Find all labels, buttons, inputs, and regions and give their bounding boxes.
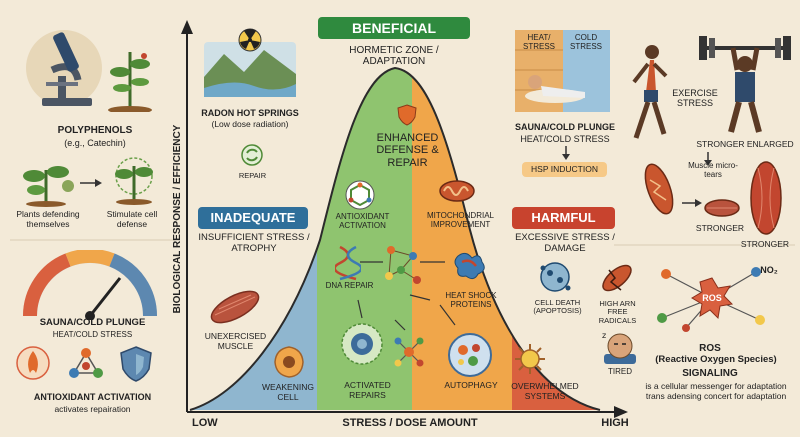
activated-repairs-label: ACTIVATED REPAIRS [344,380,391,400]
overwhelmed-virus-icon [513,342,547,376]
shield-icon [118,345,154,383]
x-axis-high-label: HIGH [601,417,629,429]
arrow-down-icon-2 [703,152,713,166]
radiation-icon [238,28,262,52]
sauna-left-title: SAUNA/COLD PLUNGE [39,317,146,328]
ros-title: ROS [699,343,721,354]
mitochondrial-label: MITOCHONDRIAL IMPROVEMENT [427,211,494,229]
activated-cell-icon [340,322,384,366]
tired-face-icon: z [600,328,640,366]
damaged-muscle-icon [597,258,637,298]
molecule-icon [66,345,106,383]
arrow-down-icon [561,146,571,160]
hot-springs-landscape [204,42,296,97]
y-axis-label: BIOLOGICAL RESPONSE / EFFICIENCY [172,124,183,314]
ros-bubble-label: ROS [702,293,722,303]
heat-stress-label: HEAT/ STRESS [522,33,555,51]
x-axis-low-label: LOW [192,417,218,429]
x-axis-label: STRESS / DOSE AMOUNT [342,417,478,429]
svg-text:z: z [602,331,606,340]
sauna-left-subtitle: HEAT/COLD STRESS [52,330,133,339]
antioxidant-activation-label: ANTIOXIDANT ACTIVATION [335,212,390,230]
antioxidant-left-title: ANTIOXIDANT ACTIVATION [33,392,152,402]
arrow-right-icon-2 [682,195,702,207]
cold-stress-label: COLD STRESS [569,33,602,51]
protein-network-icon [383,242,423,290]
stimulate-defense-label: Stimulate cell defense [106,209,158,229]
antioxidant-hex-icon [345,180,375,210]
runner-icon [628,42,670,147]
repair-molecule-icon [392,335,426,369]
beneficial-badge: BENEFICIAL [318,17,470,39]
cell-defense-plant-icon [104,152,164,207]
polyphenols-subtitle: (e.g., Catechin) [64,138,126,148]
beneficial-subtitle: HORMETIC ZONE / ADAPTATION [349,45,439,68]
y-axis-arrow [181,20,193,34]
plant-icon [100,32,160,114]
free-radicals-label: HIGH ARN FREE RADICALS [598,299,637,325]
micro-tears-label: Muscle micro-tears [688,161,738,179]
no2-label: NO₂ [760,265,778,275]
defending-plant-icon [18,152,78,207]
inadequate-badge: INADEQUATE [198,207,308,229]
cell-death-icon [538,260,572,294]
mitochondria-icon [438,178,476,204]
stronger-label-1: STRONGER [695,223,745,233]
radon-title: RADON HOT SPRINGS [201,108,299,118]
repair-label: REPAIR [238,171,267,180]
harmful-badge: HARMFUL [512,207,615,229]
heat-shock-protein-icon [452,248,488,284]
stronger-label-2: STRONGER [740,239,790,249]
flame-icon [14,345,52,381]
weightlifter-icon [695,28,795,138]
tired-label: TIRED [608,367,632,376]
unexercised-muscle-label: UNEXERCISED MUSCLE [204,331,267,351]
signaling-label: SIGNALING [682,368,738,379]
stronger-enlarged-label: STRONGER ENLARGED [696,139,794,149]
x-axis-arrow [614,406,628,418]
sauna-top-subtitle: HEAT/COLD STRESS [520,134,610,144]
plants-defending-label: Plants defending themselves [16,209,80,229]
ros-molecule-icon [652,258,772,333]
sauna-top-title: SAUNA/COLD PLUNGE [514,122,615,132]
inadequate-subtitle: INSUFFICIENT STRESS / ATROPHY [198,232,310,254]
hormesis-curve [189,66,601,411]
cell-death-label: CELL DEATH (APOPTOSIS) [533,298,582,316]
autophagy-label: AUTOPHAGY [444,380,498,390]
ros-description: is a cellular messenger for adaptation t… [645,381,787,401]
sauna-cold-scene [515,30,610,112]
dna-icon [333,245,363,281]
unexercised-muscle-icon [205,287,265,327]
ros-subtitle: (Reactive Oxygen Species) [655,354,777,365]
hsp-induction-badge: HSP INDUCTION [522,162,607,177]
harmful-subtitle: EXCESSIVE STRESS / DAMAGE [515,232,615,254]
dna-repair-label: DNA REPAIR [325,281,374,290]
arrow-right-icon [80,175,102,187]
exercise-stress-label: EXERCISE STRESS [672,88,718,109]
antioxidant-left-subtitle: activates repairation [54,404,131,414]
microscope-icon [22,20,112,115]
enhanced-shield-icon [397,104,417,126]
repairing-muscle-icon [703,195,741,221]
strong-muscle-icon [746,158,786,238]
overwhelmed-label: OVERWHELMED SYSTEMS [511,381,579,401]
polyphenols-title: POLYPHENOLS [57,125,133,136]
repair-recycle-icon [240,143,264,167]
radon-subtitle: (Low dose radiation) [211,119,289,129]
weakening-cell-label: WEAKENING CELL [262,382,314,402]
weakening-cell-icon [272,345,306,379]
enhanced-defense-label: ENHANCED DEFENSE & REPAIR [376,132,439,169]
torn-muscle-icon [640,160,678,218]
heat-shock-label: HEAT SHOCK PROTEINS [445,291,497,309]
gauge-icon [20,248,160,321]
autophagy-icon [447,332,493,378]
